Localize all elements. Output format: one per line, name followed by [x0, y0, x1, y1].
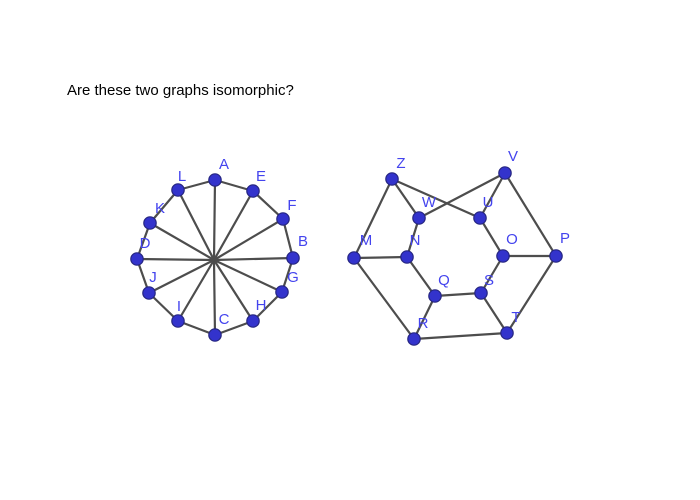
graph-vertex: [473, 211, 487, 225]
vertex-label: U: [483, 194, 494, 211]
graph-edge: [433, 291, 483, 298]
graph-edge: [479, 254, 505, 295]
graph-edge: [147, 258, 216, 295]
graph-vertex: [500, 326, 514, 340]
vertex-label: Z: [396, 155, 405, 172]
vertex-label: E: [256, 168, 266, 185]
graph-vertex: [428, 289, 442, 303]
graph-edge: [479, 291, 509, 335]
vertex-label: P: [560, 230, 570, 247]
vertex-label: K: [155, 200, 165, 217]
vertex-label: B: [298, 233, 308, 250]
left-graph-labels: A LK DJ I C H G B F E: [140, 156, 308, 328]
graph-edge: [176, 258, 216, 323]
vertex-label: J: [149, 269, 157, 286]
vertex-label: D: [140, 235, 151, 252]
graph-edge: [212, 258, 217, 337]
graph-vertex: [208, 173, 222, 187]
vertex-label: H: [256, 297, 267, 314]
vertex-label: G: [287, 269, 299, 286]
graph-vertex: [130, 252, 144, 266]
vertex-label: T: [511, 309, 520, 326]
graph-vertex: [498, 166, 512, 180]
graph-edge: [417, 171, 507, 220]
graph-vertex: [275, 285, 289, 299]
graph-edge: [148, 221, 216, 262]
graph-edge: [405, 216, 421, 259]
graph-edge: [135, 257, 216, 262]
graph-vertex: [474, 286, 488, 300]
graph-vertex: [412, 211, 426, 225]
vertex-label: N: [410, 232, 421, 249]
graph-edge: [148, 188, 180, 225]
graph-vertex: [208, 328, 222, 342]
graph-vertex: [171, 183, 185, 197]
graph-edge: [251, 189, 285, 221]
graph-vertex: [400, 250, 414, 264]
graph-edge: [212, 258, 284, 294]
graph-edge: [478, 171, 507, 220]
graph-edge: [176, 188, 216, 262]
graph-edge: [390, 177, 421, 220]
graph-vertex: [246, 314, 260, 328]
vertex-label: S: [484, 272, 494, 289]
graph-edge: [212, 189, 255, 262]
vertex-label: L: [178, 168, 186, 185]
vertex-label: C: [219, 311, 230, 328]
question-text: Are these two graphs isomorphic?: [67, 82, 294, 99]
vertex-label: V: [508, 148, 518, 165]
graph-vertex: [171, 314, 185, 328]
graph-vertex: [142, 286, 156, 300]
graph-vertex: [496, 249, 510, 263]
graph-vertex: [385, 172, 399, 186]
vertex-label: Q: [438, 272, 450, 289]
graph-edge: [352, 177, 394, 260]
graph-edge: [212, 258, 255, 323]
right-graph-vertices: [347, 166, 563, 346]
graph-edge: [212, 256, 295, 262]
graph-edge: [212, 217, 285, 262]
graph-edge: [405, 255, 437, 298]
graph-vertex: [549, 249, 563, 263]
graph-edge: [503, 171, 558, 258]
graph-edge: [390, 177, 482, 220]
graph-edge: [352, 255, 409, 260]
graph-vertex: [143, 216, 157, 230]
vertex-label: A: [219, 156, 229, 173]
graph-edge: [505, 254, 558, 335]
vertex-label: W: [422, 194, 437, 211]
vertex-label: I: [177, 298, 181, 315]
graph-vertex: [246, 184, 260, 198]
vertex-label: R: [418, 315, 429, 332]
graph-vertex: [276, 212, 290, 226]
vertex-label: M: [360, 232, 373, 249]
graph-edge: [251, 290, 284, 323]
left-graph-vertices: [130, 173, 300, 342]
graph-edge: [412, 331, 509, 341]
graph-edge: [212, 178, 217, 262]
graph-vertex: [347, 251, 361, 265]
right-graph-labels: Z V W U M N O P Q S R T: [360, 148, 570, 332]
graph-edge: [412, 294, 437, 341]
graph-edge: [478, 216, 505, 258]
vertex-label: O: [506, 231, 518, 248]
vertex-label: F: [287, 197, 296, 214]
graph-edge: [352, 256, 416, 341]
graph-vertex: [407, 332, 421, 346]
graph-vertex: [286, 251, 300, 265]
right-graph-edges: [352, 171, 558, 341]
